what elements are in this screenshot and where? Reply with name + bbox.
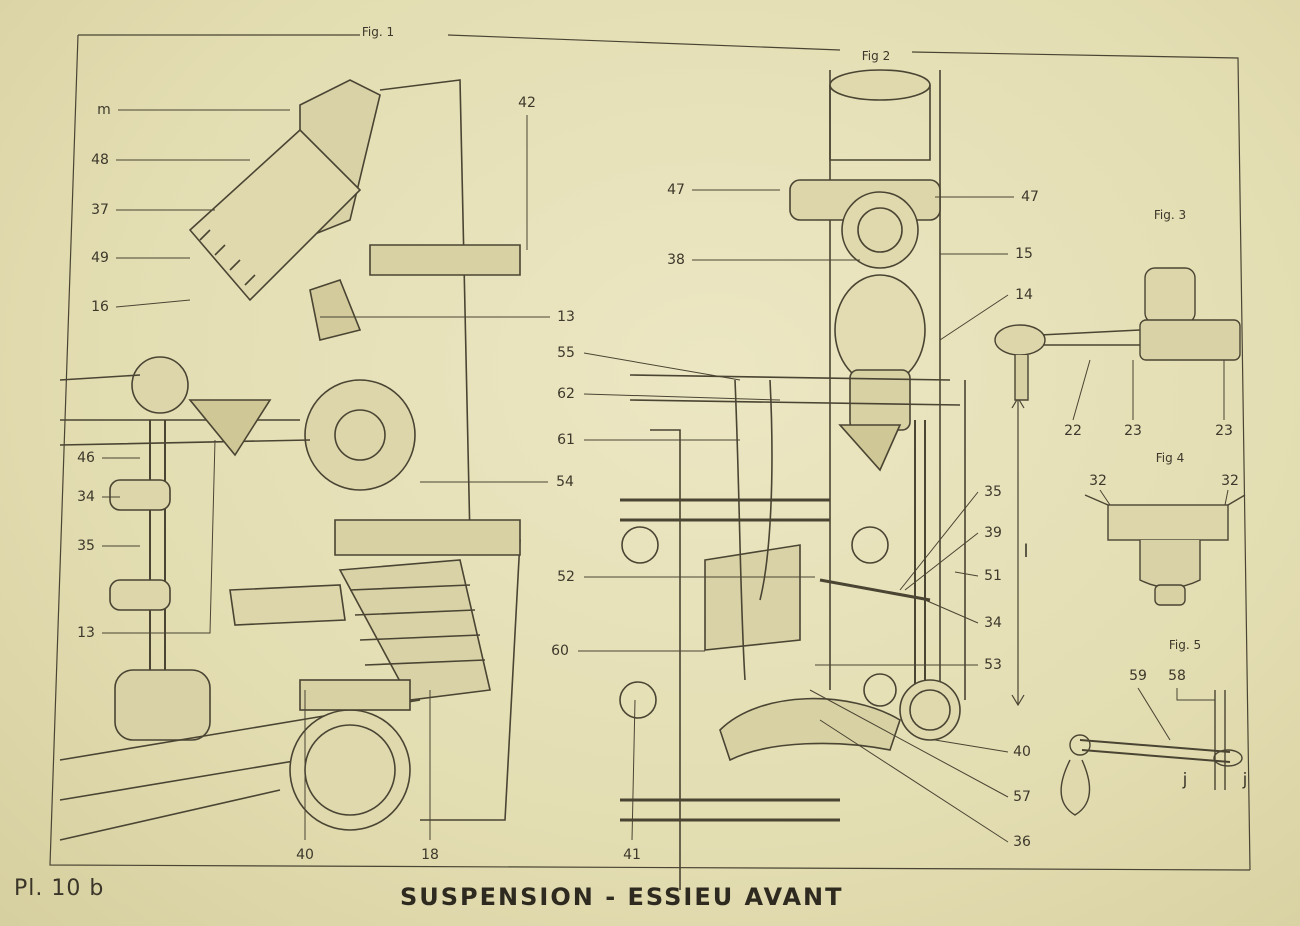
callout-60: 60 (551, 643, 569, 659)
callout-34: 34 (77, 489, 95, 505)
callout-47-right: 47 (1021, 189, 1039, 205)
callout-62: 62 (557, 386, 575, 402)
callout-23-right: 23 (1215, 423, 1233, 439)
callout-54: 54 (556, 474, 574, 490)
leader-lines (102, 109, 1229, 843)
callout-15: 15 (1015, 246, 1033, 262)
callout-22: 22 (1064, 423, 1082, 439)
callout-32-left: 32 (1089, 473, 1107, 489)
callout-58: 58 (1168, 668, 1186, 684)
callout-36: 36 (1013, 834, 1031, 850)
callout-16: 16 (91, 299, 109, 315)
callout-59: 59 (1129, 668, 1147, 684)
callout-23-left: 23 (1124, 423, 1142, 439)
callout-m: m (97, 102, 111, 118)
fig3-drawing (994, 267, 1241, 401)
fig1-drawing (59, 79, 521, 841)
plate-number: Pl. 10 b (14, 876, 105, 901)
callout-j-right: j (1242, 770, 1248, 790)
callout-13-upper: 13 (557, 309, 575, 325)
callout-13-lower: 13 (77, 625, 95, 641)
callout-37: 37 (91, 202, 109, 218)
callout-39: 39 (984, 525, 1002, 541)
callout-61: 61 (557, 432, 575, 448)
callout-57: 57 (1013, 789, 1031, 805)
callout-52: 52 (557, 569, 575, 585)
fig5-drawing (1060, 690, 1243, 816)
callout-j-left: j (1182, 770, 1188, 790)
callout-47-left: 47 (667, 182, 685, 198)
fig4-drawing (1084, 494, 1246, 606)
callout-35: 35 (77, 538, 95, 554)
callout-35-fig2: 35 (984, 484, 1002, 500)
fig3-caption: Fig. 3 (1153, 208, 1187, 222)
fig4-caption: Fig 4 (1155, 451, 1185, 465)
plate-frame (49, 34, 1251, 871)
callout-48: 48 (91, 152, 109, 168)
callout-18: 18 (421, 847, 439, 863)
callout-41: 41 (623, 847, 641, 863)
callout-32-right: 32 (1221, 473, 1239, 489)
fig2-caption: Fig 2 (861, 49, 891, 63)
callout-51: 51 (984, 568, 1002, 584)
fig2-drawing (619, 69, 1025, 890)
callout-40: 40 (296, 847, 314, 863)
page-title: SUSPENSION - ESSIEU AVANT (400, 883, 844, 911)
callout-55: 55 (557, 345, 575, 361)
callout-38: 38 (667, 252, 685, 268)
callout-40-fig2: 40 (1013, 744, 1031, 760)
callout-14: 14 (1015, 287, 1033, 303)
fig5-caption: Fig. 5 (1168, 638, 1202, 652)
callout-42: 42 (518, 95, 536, 111)
callout-46: 46 (77, 450, 95, 466)
dimension-l: l (1023, 541, 1029, 562)
fig1-caption: Fig. 1 (361, 25, 395, 39)
callout-53: 53 (984, 657, 1002, 673)
callout-34-fig2: 34 (984, 615, 1002, 631)
callout-49: 49 (91, 250, 109, 266)
